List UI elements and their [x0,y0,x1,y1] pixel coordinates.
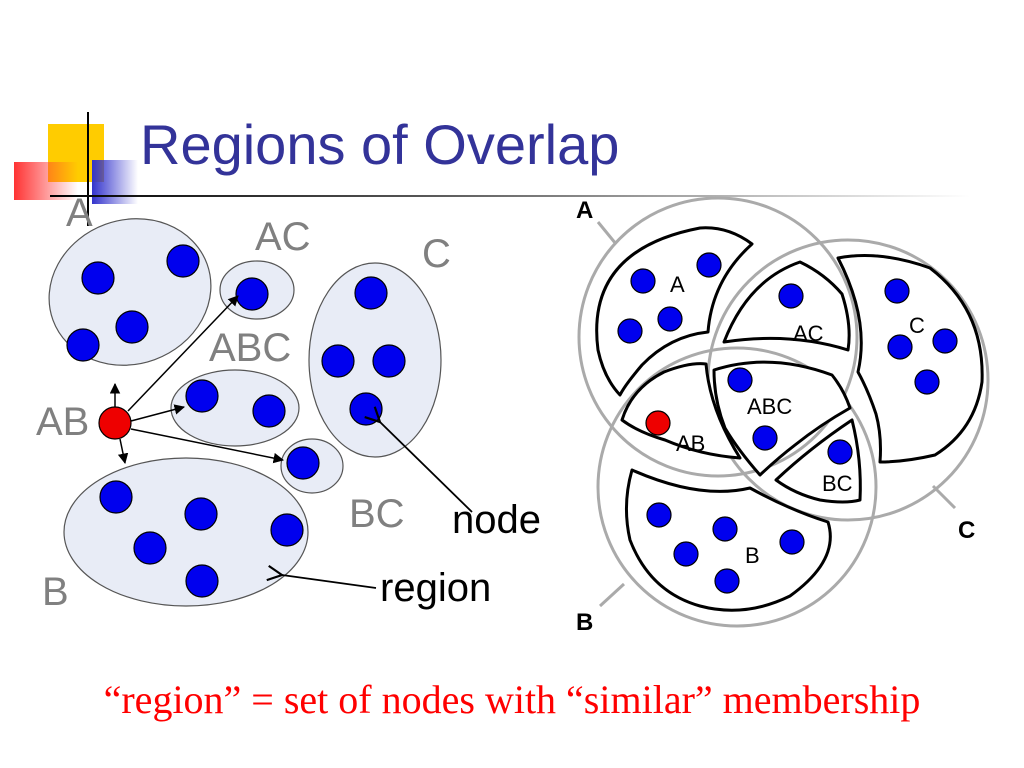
region-pointer [282,575,377,589]
node [185,564,219,598]
node [321,344,355,378]
node [673,541,699,567]
node [714,568,740,594]
node [646,502,672,528]
ab-arrows [109,295,285,465]
node [752,425,778,451]
node [657,306,683,332]
right-label-region-ac: AC [793,321,824,346]
label-region-bc: BC [349,492,405,536]
node [286,446,320,480]
label-region-abc: ABC [209,326,291,370]
node [184,497,218,531]
node [727,367,753,393]
node [133,531,167,565]
community-circle-a [577,196,859,478]
shape-region-ab [620,362,742,460]
left-diagram: A AC C ABC AB BC B node region [36,191,541,614]
node [914,369,940,395]
node [81,261,115,295]
node [372,344,406,378]
node [932,328,958,354]
right-label-region-a: A [670,272,685,297]
node [827,439,853,465]
node [712,516,738,542]
node [66,328,100,362]
label-region-b: B [42,570,69,614]
node [252,394,286,428]
node [115,310,149,344]
right-label-region-ab: AB [676,431,705,456]
region-label: region [380,566,491,610]
node [617,318,643,344]
ab-node-right [645,410,671,436]
right-label-region-b: B [745,543,760,568]
right-nodes [617,252,958,594]
left-nodes [66,244,406,598]
title-divider [50,195,970,197]
right-label-region-bc: BC [822,471,853,496]
right-label-region-abc: ABC [747,394,792,419]
label-region-ab: AB [36,400,89,444]
shape-region-c [836,254,984,464]
community-label-a: A [576,197,593,224]
node [99,480,133,514]
node [778,283,804,309]
node [630,268,656,294]
title-ornament [14,112,138,226]
node [696,252,722,278]
node-label: node [452,498,541,542]
node [887,334,913,360]
slide-title: Regions of Overlap [140,113,620,176]
label-region-ac: AC [255,215,311,259]
label-region-c: C [422,232,451,276]
slide-caption: “region” = set of nodes with “similar” m… [103,677,921,722]
ab-node [98,406,132,440]
right-diagram: A AC C ABC AB BC B A C B [576,196,990,636]
red-square [14,162,78,200]
community-circle-b [596,346,878,628]
node [779,529,805,555]
node [270,513,304,547]
node-pointer [380,422,473,513]
node [185,379,219,413]
node [354,276,388,310]
node [235,277,269,311]
label-region-a: A [66,191,93,235]
community-label-c: C [958,517,975,544]
node [166,244,200,278]
right-label-region-c: C [909,313,925,338]
node [884,278,910,304]
community-label-b: B [576,609,593,636]
node [349,392,383,426]
region-a [48,218,212,366]
